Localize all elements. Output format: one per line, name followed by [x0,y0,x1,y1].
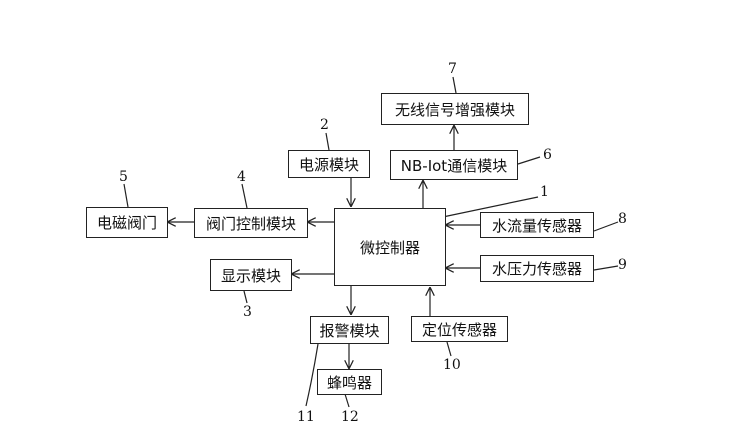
label-7: 7 [448,61,457,77]
label-10: 10 [443,357,461,373]
buzzer-block: 蜂鸣器 [317,369,382,395]
leader-2 [325,132,330,151]
label-3: 3 [243,304,252,320]
label-5: 5 [119,169,128,185]
leader-4 [241,183,248,209]
power-module-block: 电源模块 [288,150,370,178]
valve-control-block: 阀门控制模块 [194,208,308,238]
wireless-booster-block: 无线信号增强模块 [381,93,529,125]
label-4: 4 [237,169,246,185]
leader-9 [593,265,619,271]
flow-sensor-block: 水流量传感器 [480,212,594,238]
label-6: 6 [543,147,552,163]
nbiot-module-block: NB-Iot通信模块 [390,150,518,180]
pressure-sensor-block: 水压力传感器 [480,255,594,282]
microcontroller-block: 微控制器 [334,208,446,286]
label-11: 11 [297,409,315,425]
solenoid-valve-block: 电磁阀门 [86,207,168,238]
label-8: 8 [618,211,627,227]
leader-8 [593,221,619,232]
leader-7 [452,76,457,94]
leader-5 [123,183,129,208]
position-sensor-block: 定位传感器 [411,316,508,342]
leader-6 [517,156,541,165]
label-2: 2 [320,117,329,133]
display-module-block: 显示模块 [210,259,292,291]
leader-12 [344,393,350,408]
label-1: 1 [540,184,549,200]
leader-11 [305,343,319,407]
leader-10 [446,341,452,357]
label-9: 9 [618,257,627,273]
alarm-module-block: 报警模块 [310,316,389,344]
leader-1 [437,196,539,219]
label-12: 12 [341,409,359,425]
leader-3 [243,290,248,304]
